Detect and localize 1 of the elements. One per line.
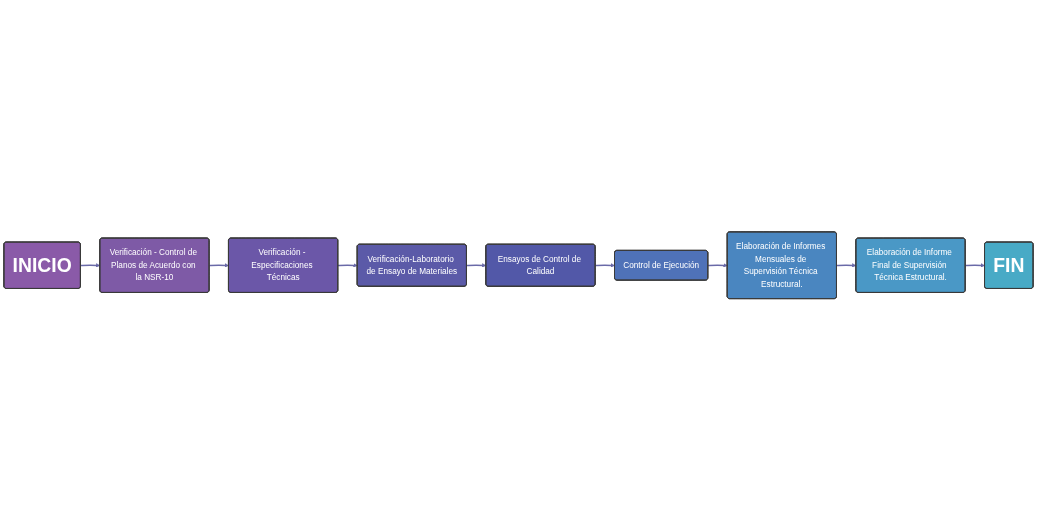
arrow: [707, 263, 728, 268]
